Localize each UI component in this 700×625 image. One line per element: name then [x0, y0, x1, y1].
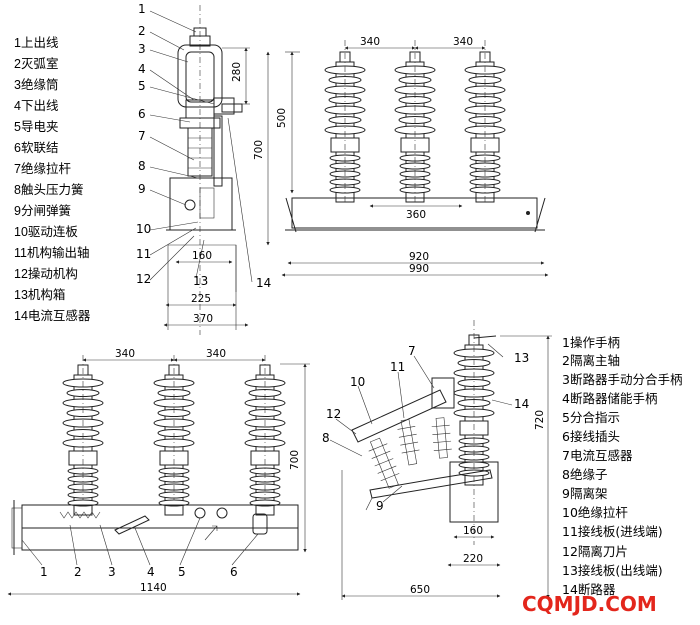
legend-top-item: 3绝缘筒: [14, 77, 58, 92]
callout: 10: [350, 375, 365, 389]
callout: 6: [230, 565, 238, 579]
callout: 8: [322, 431, 330, 445]
callout: 10: [136, 222, 151, 236]
legend-bottom-item: 2隔离主轴: [562, 353, 620, 368]
dim-pitch-1: 340: [360, 36, 380, 48]
legend-top-item: 1上出线: [14, 36, 59, 50]
dim-500: 500: [276, 108, 288, 128]
callout: 2: [74, 565, 82, 579]
legend-top-item: 10驱动连板: [14, 224, 78, 239]
legend-top-item: 6软联结: [14, 141, 58, 155]
callout: 2: [138, 24, 146, 38]
legend-top-item: 2灭弧室: [14, 56, 58, 71]
dim-pitch-2: 340: [453, 36, 473, 48]
callout: 13: [193, 274, 208, 288]
legend-top-item: 9分闸弹簧: [14, 203, 71, 218]
dim-990: 990: [409, 263, 429, 275]
callout: 1: [40, 565, 48, 579]
callout: 3: [138, 42, 146, 56]
dim-160: 160: [463, 525, 483, 537]
dim-720: 720: [534, 410, 546, 430]
callout: 7: [138, 129, 146, 143]
legend-bottom-item: 8绝缘子: [562, 467, 607, 482]
front-view-top: 340 340 500 700 360 920 990: [253, 36, 549, 277]
callout: 9: [138, 182, 146, 196]
watermark: CQMJD.COM: [522, 592, 657, 616]
legend-bottom-item: 7电流互感器: [562, 448, 633, 463]
callout: 5: [138, 79, 146, 93]
callout: 9: [376, 499, 384, 513]
legend-top-item: 14电流互感器: [14, 308, 91, 323]
callout: 12: [136, 272, 151, 286]
isolator-view: 7 10 11 12 8 9 13 14 720 160 220 650: [322, 320, 552, 600]
side-view: 1 2 3 4 5 6 7 8 9 10 11 12 13 14 280 160…: [136, 2, 271, 335]
callout: 4: [147, 565, 155, 579]
legend-bottom-item: 6接线插头: [562, 429, 620, 444]
dim-pitch-1: 340: [115, 348, 135, 360]
legend-bottom-item: 12隔离刀片: [562, 544, 628, 559]
dim-700: 700: [253, 140, 265, 160]
callout: 1: [138, 2, 146, 16]
callout: 13: [514, 351, 529, 365]
legend-bottom-item: 14断路器: [562, 582, 616, 597]
dim-225: 225: [191, 293, 211, 305]
callout: 4: [138, 62, 146, 76]
front-view-bottom: 1 2 3 4 5 6 340 340 700 1140: [7, 348, 310, 596]
callout: 3: [108, 565, 116, 579]
callout: 8: [138, 159, 146, 173]
callout: 14: [256, 276, 271, 290]
legend-bottom: 1操作手柄 2隔离主轴 3断路器手动分合手柄 4断路器储能手柄 5分合指示 6接…: [562, 335, 682, 597]
dim-700: 700: [289, 450, 301, 470]
dim-920: 920: [409, 251, 429, 263]
legend-bottom-item: 9隔离架: [562, 486, 607, 501]
dim-280: 280: [231, 62, 243, 82]
dim-220: 220: [463, 553, 483, 565]
legend-top-item: 7绝缘拉杆: [14, 161, 71, 176]
legend-top: 1上出线 2灭弧室 3绝缘筒 4下出线 5导电夹 6软联结 7绝缘拉杆 8触头压…: [14, 36, 91, 323]
legend-bottom-item: 4断路器储能手柄: [562, 391, 657, 406]
legend-top-item: 11机构输出轴: [14, 245, 89, 260]
legend-bottom-item: 5分合指示: [562, 410, 620, 425]
legend-bottom-item: 1操作手柄: [562, 335, 620, 350]
callout: 11: [390, 360, 405, 374]
dim-360: 360: [406, 209, 426, 221]
legend-bottom-item: 3断路器手动分合手柄: [562, 372, 682, 387]
legend-bottom-item: 10绝缘拉杆: [562, 505, 628, 520]
dim-pitch-2: 340: [206, 348, 226, 360]
legend-bottom-item: 11接线板(进线端): [562, 524, 663, 539]
legend-top-item: 13机构箱: [14, 287, 65, 302]
callout: 5: [178, 565, 186, 579]
dim-650: 650: [410, 584, 430, 596]
legend-top-item: 8触头压力簧: [14, 182, 83, 197]
legend-top-item: 5导电夹: [14, 120, 58, 134]
legend-top-item: 12操动机构: [14, 266, 78, 281]
callout: 11: [136, 247, 151, 261]
dim-370: 370: [193, 313, 213, 325]
callout: 12: [326, 407, 341, 421]
legend-bottom-item: 13接线板(出线端): [562, 563, 663, 578]
dim-1140: 1140: [140, 582, 167, 594]
dim-160: 160: [192, 250, 212, 262]
callout: 14: [514, 397, 529, 411]
callout: 7: [408, 344, 416, 358]
legend-top-item: 4下出线: [14, 99, 59, 113]
callout: 6: [138, 107, 146, 121]
